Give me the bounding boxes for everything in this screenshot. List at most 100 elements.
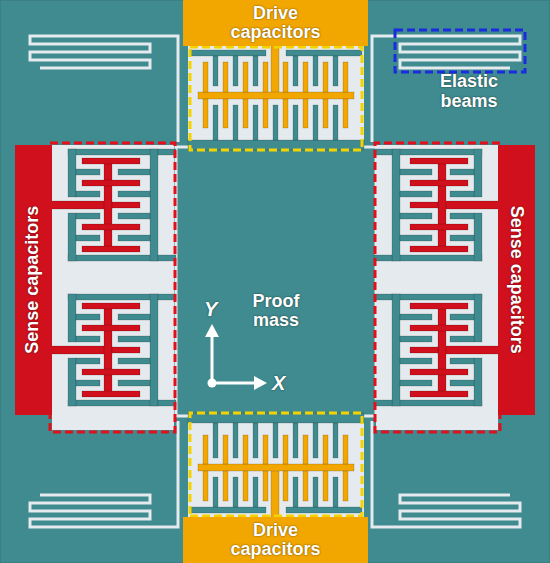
sense-electrode-arm: [48, 201, 112, 209]
comb-spine: [68, 294, 76, 342]
comb-finger: [118, 358, 150, 364]
comb-bar: [158, 149, 176, 155]
comb-finger: [450, 213, 474, 219]
sense-finger: [410, 224, 468, 230]
drive-finger: [263, 435, 268, 464]
comb-finger: [213, 477, 218, 507]
comb-finger: [118, 314, 150, 320]
axis-arrowhead: [205, 324, 219, 337]
comb-spine: [68, 213, 76, 261]
sense-electrode-arm: [48, 346, 112, 354]
sense-comb: [374, 143, 502, 432]
drive-finger: [263, 62, 268, 92]
comb-finger: [118, 380, 150, 386]
comb-finger: [213, 105, 218, 140]
elastic-beam: [372, 421, 520, 527]
comb-finger: [450, 191, 474, 197]
drive-electrode-pad: Drive capacitors: [183, 517, 368, 563]
comb-bar: [286, 507, 362, 513]
sense-finger: [410, 246, 468, 252]
drive-finger: [323, 471, 328, 501]
comb-spine: [150, 149, 158, 261]
comb-finger: [76, 235, 100, 241]
comb-spine: [150, 294, 158, 406]
sense-finger: [410, 303, 468, 309]
sense-finger: [112, 202, 140, 208]
comb-finger: [273, 423, 278, 458]
comb-finger: [450, 235, 474, 241]
sense-finger: [82, 158, 140, 164]
comb-spine: [392, 149, 400, 261]
drive-electrode-bar: [198, 464, 354, 471]
comb-finger: [400, 314, 432, 320]
drive-finger: [303, 435, 308, 464]
sense-comb: [48, 143, 176, 432]
highlight-box: [190, 47, 362, 150]
comb-finger: [450, 358, 474, 364]
drive-comb: [188, 40, 364, 150]
elastic-beam: [372, 36, 520, 142]
comb-finger: [118, 336, 150, 342]
drive-finger: [203, 435, 208, 464]
sense-finger: [82, 325, 140, 331]
comb-finger: [273, 105, 278, 140]
sense-finger: [410, 347, 438, 353]
comb-finger: [118, 169, 150, 175]
comb-spine: [474, 294, 482, 342]
comb-finger: [293, 56, 298, 86]
drive-finger: [303, 62, 308, 92]
sense-electrode-pad: Sense capacitors: [498, 145, 535, 415]
comb-bar: [374, 149, 392, 155]
elastic-beam: [30, 421, 178, 527]
comb-finger: [333, 56, 338, 86]
sense-finger: [82, 303, 140, 309]
drive-electrode-bar: [198, 92, 354, 99]
sense-finger: [112, 347, 140, 353]
sense-finger: [410, 202, 438, 208]
comb-finger: [253, 477, 258, 507]
label-anchor: X: [272, 372, 285, 394]
comb-finger: [450, 380, 474, 386]
comb-finger: [400, 235, 432, 241]
drive-finger: [223, 435, 228, 464]
drive-finger: [283, 99, 288, 128]
comb-spine: [392, 294, 400, 406]
comb-bar: [68, 149, 158, 155]
drive-finger: [263, 471, 268, 501]
node-text: Drive capacitors: [218, 4, 333, 43]
comb-finger: [313, 477, 318, 507]
drive-finger: [203, 62, 208, 92]
sense-electrode-arm: [438, 346, 502, 354]
comb-finger: [118, 213, 150, 219]
comb-finger: [400, 336, 432, 342]
comb-finger: [76, 213, 100, 219]
comb-finger: [118, 235, 150, 241]
comb-bar: [68, 400, 158, 406]
comb-bar: [190, 507, 266, 513]
comb-finger: [313, 56, 318, 86]
comb-finger: [293, 105, 298, 140]
drive-finger: [343, 62, 348, 92]
spring-group: [372, 36, 520, 142]
drive-finger: [263, 99, 268, 128]
drive-finger: [343, 435, 348, 464]
comb-bar: [374, 255, 392, 261]
comb-finger: [253, 56, 258, 86]
drive-finger: [343, 471, 348, 501]
comb-finger: [213, 423, 218, 458]
comb-bar: [158, 255, 176, 261]
sense-electrode-bar: [438, 159, 446, 251]
comb-spine: [474, 213, 482, 261]
comb-finger: [76, 314, 100, 320]
label-anchor: Elastic beams: [428, 72, 510, 112]
comb-finger: [253, 423, 258, 458]
comb-bar: [392, 400, 482, 406]
sense-electrode-bar: [104, 159, 112, 251]
drive-finger: [323, 99, 328, 128]
axis-origin: [208, 379, 217, 388]
sense-electrode-bar: [104, 304, 112, 396]
drive-finger: [323, 62, 328, 92]
sense-finger: [410, 180, 468, 186]
